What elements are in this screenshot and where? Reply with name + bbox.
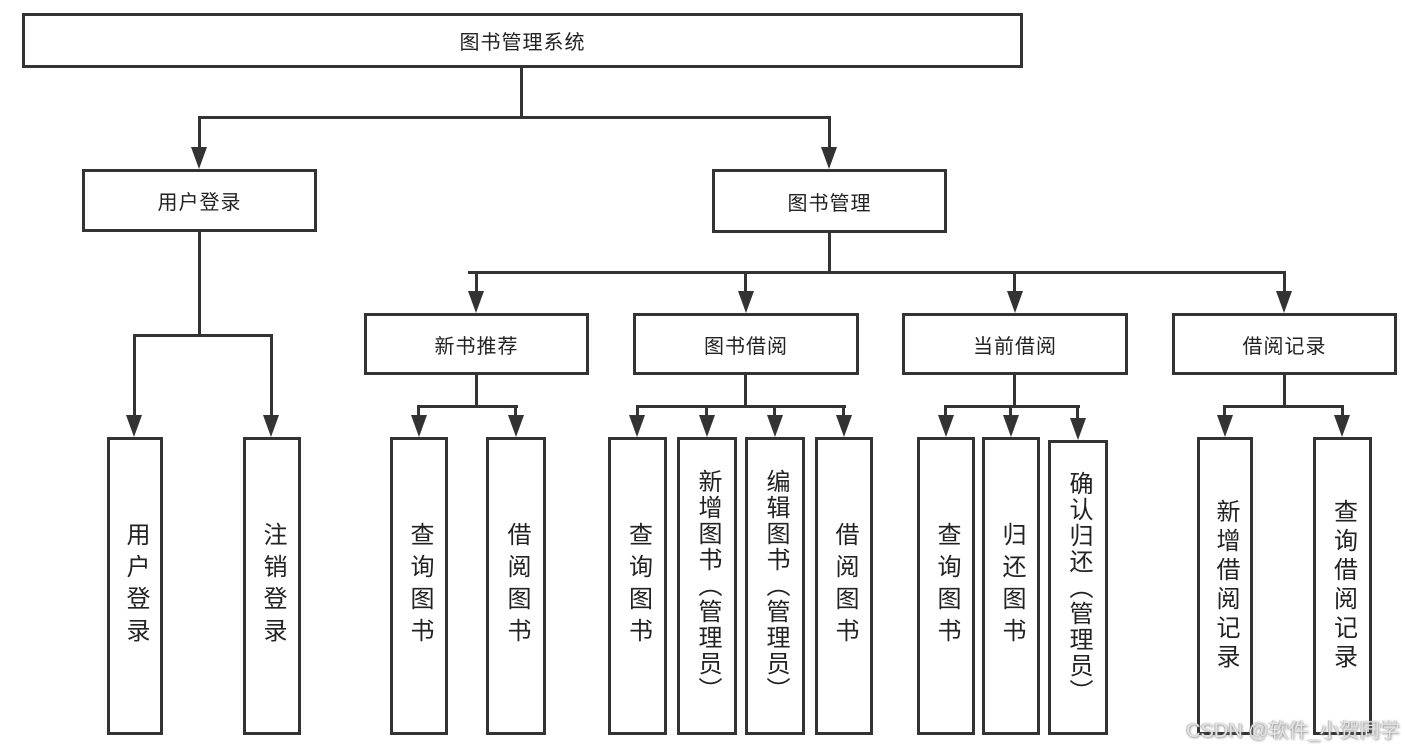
node-leaf-add-books-admin: 新增图书（管理员） xyxy=(677,437,737,735)
node-label: 查询图书 xyxy=(624,522,652,650)
node-label: 图书管理系统 xyxy=(459,32,586,54)
connector xyxy=(133,334,273,337)
node-label: 新增图书（管理员） xyxy=(694,469,721,703)
node-label: 确认归还（管理员） xyxy=(1065,470,1092,705)
connector xyxy=(198,232,201,335)
node-label: 图书管理 xyxy=(787,192,872,215)
arrow-down-icon xyxy=(699,415,715,437)
connector xyxy=(198,116,831,119)
connector xyxy=(944,405,1080,408)
node-label: 编辑图书（管理员） xyxy=(762,469,789,703)
connector xyxy=(744,271,747,295)
connector xyxy=(744,375,747,408)
node-leaf-query-borrow-record: 查询借阅记录 xyxy=(1313,437,1372,735)
watermark: CSDN @软件_小贺同学 xyxy=(1186,720,1400,742)
node-leaf-return-books: 归还图书 xyxy=(982,437,1040,735)
node-book-management: 图书管理 xyxy=(712,169,947,233)
arrow-down-icon xyxy=(629,415,645,437)
node-book-borrowing: 图书借阅 xyxy=(633,313,859,375)
connector xyxy=(944,405,947,418)
node-label: 查询图书 xyxy=(933,522,960,650)
node-label: 用户登录 xyxy=(157,192,242,214)
connector xyxy=(520,68,523,118)
arrow-down-icon xyxy=(1070,418,1086,440)
connector xyxy=(636,405,846,408)
arrow-down-icon xyxy=(1003,415,1019,437)
connector xyxy=(1223,405,1226,418)
connector xyxy=(705,405,708,418)
node-library-management-system: 图书管理系统 xyxy=(22,13,1023,68)
node-label: 查询图书 xyxy=(406,522,433,650)
node-label: 借阅图书 xyxy=(503,522,530,650)
connector xyxy=(828,233,831,273)
node-label: 借阅记录 xyxy=(1242,335,1327,358)
connector xyxy=(636,405,639,418)
connector xyxy=(1283,271,1286,295)
arrow-down-icon xyxy=(767,415,783,437)
arrow-down-icon xyxy=(1217,415,1233,437)
node-leaf-confirm-return-admin: 确认归还（管理员） xyxy=(1048,440,1108,735)
connector xyxy=(417,405,420,418)
connector xyxy=(1223,405,1344,408)
node-label: 查询借阅记录 xyxy=(1329,499,1357,673)
node-new-book-recommend: 新书推荐 xyxy=(364,313,589,375)
connector xyxy=(1009,405,1012,418)
arrow-down-icon xyxy=(821,147,837,169)
arrow-down-icon xyxy=(263,415,279,437)
connector xyxy=(1076,405,1079,421)
connector xyxy=(133,334,136,418)
arrow-down-icon xyxy=(468,291,484,313)
arrow-down-icon xyxy=(411,415,427,437)
connector xyxy=(1013,271,1016,295)
arrow-down-icon xyxy=(836,415,852,437)
node-leaf-edit-books-admin: 编辑图书（管理员） xyxy=(745,437,805,735)
node-leaf-add-borrow-record: 新增借阅记录 xyxy=(1197,437,1253,735)
node-user-login: 用户登录 xyxy=(82,169,317,232)
connector xyxy=(475,375,478,408)
connector xyxy=(475,271,478,295)
arrow-down-icon xyxy=(1334,415,1350,437)
connector xyxy=(198,116,201,152)
connector xyxy=(1013,375,1016,408)
connector xyxy=(417,405,518,408)
connector xyxy=(828,116,831,152)
arrow-down-icon xyxy=(1007,291,1023,313)
node-label: 归还图书 xyxy=(998,522,1025,650)
arrow-down-icon xyxy=(191,147,207,169)
connector xyxy=(1283,375,1286,407)
node-label: 新增借阅记录 xyxy=(1212,499,1239,673)
node-leaf-borrow-books-1: 借阅图书 xyxy=(486,437,546,735)
connector xyxy=(1341,405,1344,418)
node-label: 用户登录 xyxy=(122,522,149,650)
connector xyxy=(514,405,517,418)
node-label: 图书借阅 xyxy=(704,335,788,358)
node-label: 当前借阅 xyxy=(973,335,1057,358)
arrow-down-icon xyxy=(1276,291,1292,313)
node-leaf-logout: 注销登录 xyxy=(243,437,301,735)
node-leaf-query-books-1: 查询图书 xyxy=(390,437,448,735)
connector xyxy=(842,405,845,418)
node-leaf-query-books-2: 查询图书 xyxy=(608,437,667,735)
node-label: 注销登录 xyxy=(259,522,286,650)
connector xyxy=(270,334,273,418)
connector xyxy=(468,271,1286,274)
arrow-down-icon xyxy=(126,415,142,437)
arrow-down-icon xyxy=(938,415,954,437)
node-current-borrowing: 当前借阅 xyxy=(902,313,1128,375)
node-leaf-borrow-books-2: 借阅图书 xyxy=(815,437,873,735)
node-leaf-user-login: 用户登录 xyxy=(107,437,163,735)
node-label: 借阅图书 xyxy=(831,522,858,650)
connector xyxy=(773,405,776,418)
arrow-down-icon xyxy=(508,415,524,437)
arrow-down-icon xyxy=(738,291,754,313)
node-borrow-records: 借阅记录 xyxy=(1172,313,1397,375)
node-label: 新书推荐 xyxy=(434,335,519,358)
node-leaf-query-books-3: 查询图书 xyxy=(917,437,975,735)
